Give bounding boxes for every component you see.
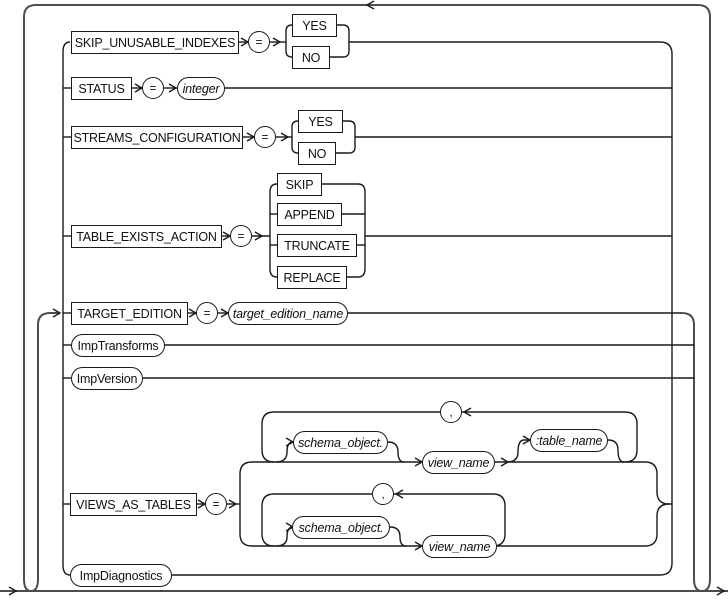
equals-operator: = xyxy=(205,493,227,515)
keyword-table-exists-action: TABLE_EXISTS_ACTION xyxy=(71,225,222,248)
subdiagram-imp-version: ImpVersion xyxy=(71,367,143,390)
variable-table-name: :table_name xyxy=(530,429,608,452)
variable-schema-object: schema_object. xyxy=(293,431,388,454)
equals-operator: = xyxy=(248,31,270,53)
loop-back-arrow-icon xyxy=(365,0,375,10)
entry-arrow-icon xyxy=(8,586,18,596)
keyword-views-as-tables: VIEWS_AS_TABLES xyxy=(70,493,197,516)
variable-integer: integer xyxy=(177,77,225,100)
repeat-loop-line xyxy=(23,4,711,593)
keyword-yes: YES xyxy=(298,110,343,133)
exit-arrow-icon xyxy=(716,586,726,596)
keyword-skip-unusable-indexes: SKIP_UNUSABLE_INDEXES xyxy=(71,31,239,54)
keyword-truncate: TRUNCATE xyxy=(277,234,357,257)
keyword-skip: SKIP xyxy=(277,173,322,196)
comma-operator: , xyxy=(440,401,462,423)
variable-view-name: view_name xyxy=(422,535,497,558)
equals-operator: = xyxy=(254,126,276,148)
variable-view-name: view_name xyxy=(422,451,495,474)
equals-operator: = xyxy=(230,225,252,247)
keyword-streams-configuration: STREAMS_CONFIGURATION xyxy=(71,126,243,149)
keyword-yes: YES xyxy=(292,14,337,37)
equals-operator: = xyxy=(142,77,164,99)
keyword-target-edition: TARGET_EDITION xyxy=(71,302,188,325)
keyword-no: NO xyxy=(298,142,336,165)
keyword-append: APPEND xyxy=(277,203,342,226)
keyword-no: NO xyxy=(292,46,330,69)
option-rails xyxy=(62,24,694,576)
reentry-arrow-icon xyxy=(52,308,62,318)
keyword-replace: REPLACE xyxy=(277,266,347,289)
keyword-status: STATUS xyxy=(71,77,132,100)
variable-schema-object: schema_object. xyxy=(292,516,390,539)
variable-target-edition-name: target_edition_name xyxy=(228,302,348,325)
subdiagram-imp-diagnostics: ImpDiagnostics xyxy=(70,564,172,587)
comma-operator: , xyxy=(372,483,394,505)
subdiagram-imp-transforms: ImpTransforms xyxy=(71,334,165,357)
equals-operator: = xyxy=(196,302,218,324)
